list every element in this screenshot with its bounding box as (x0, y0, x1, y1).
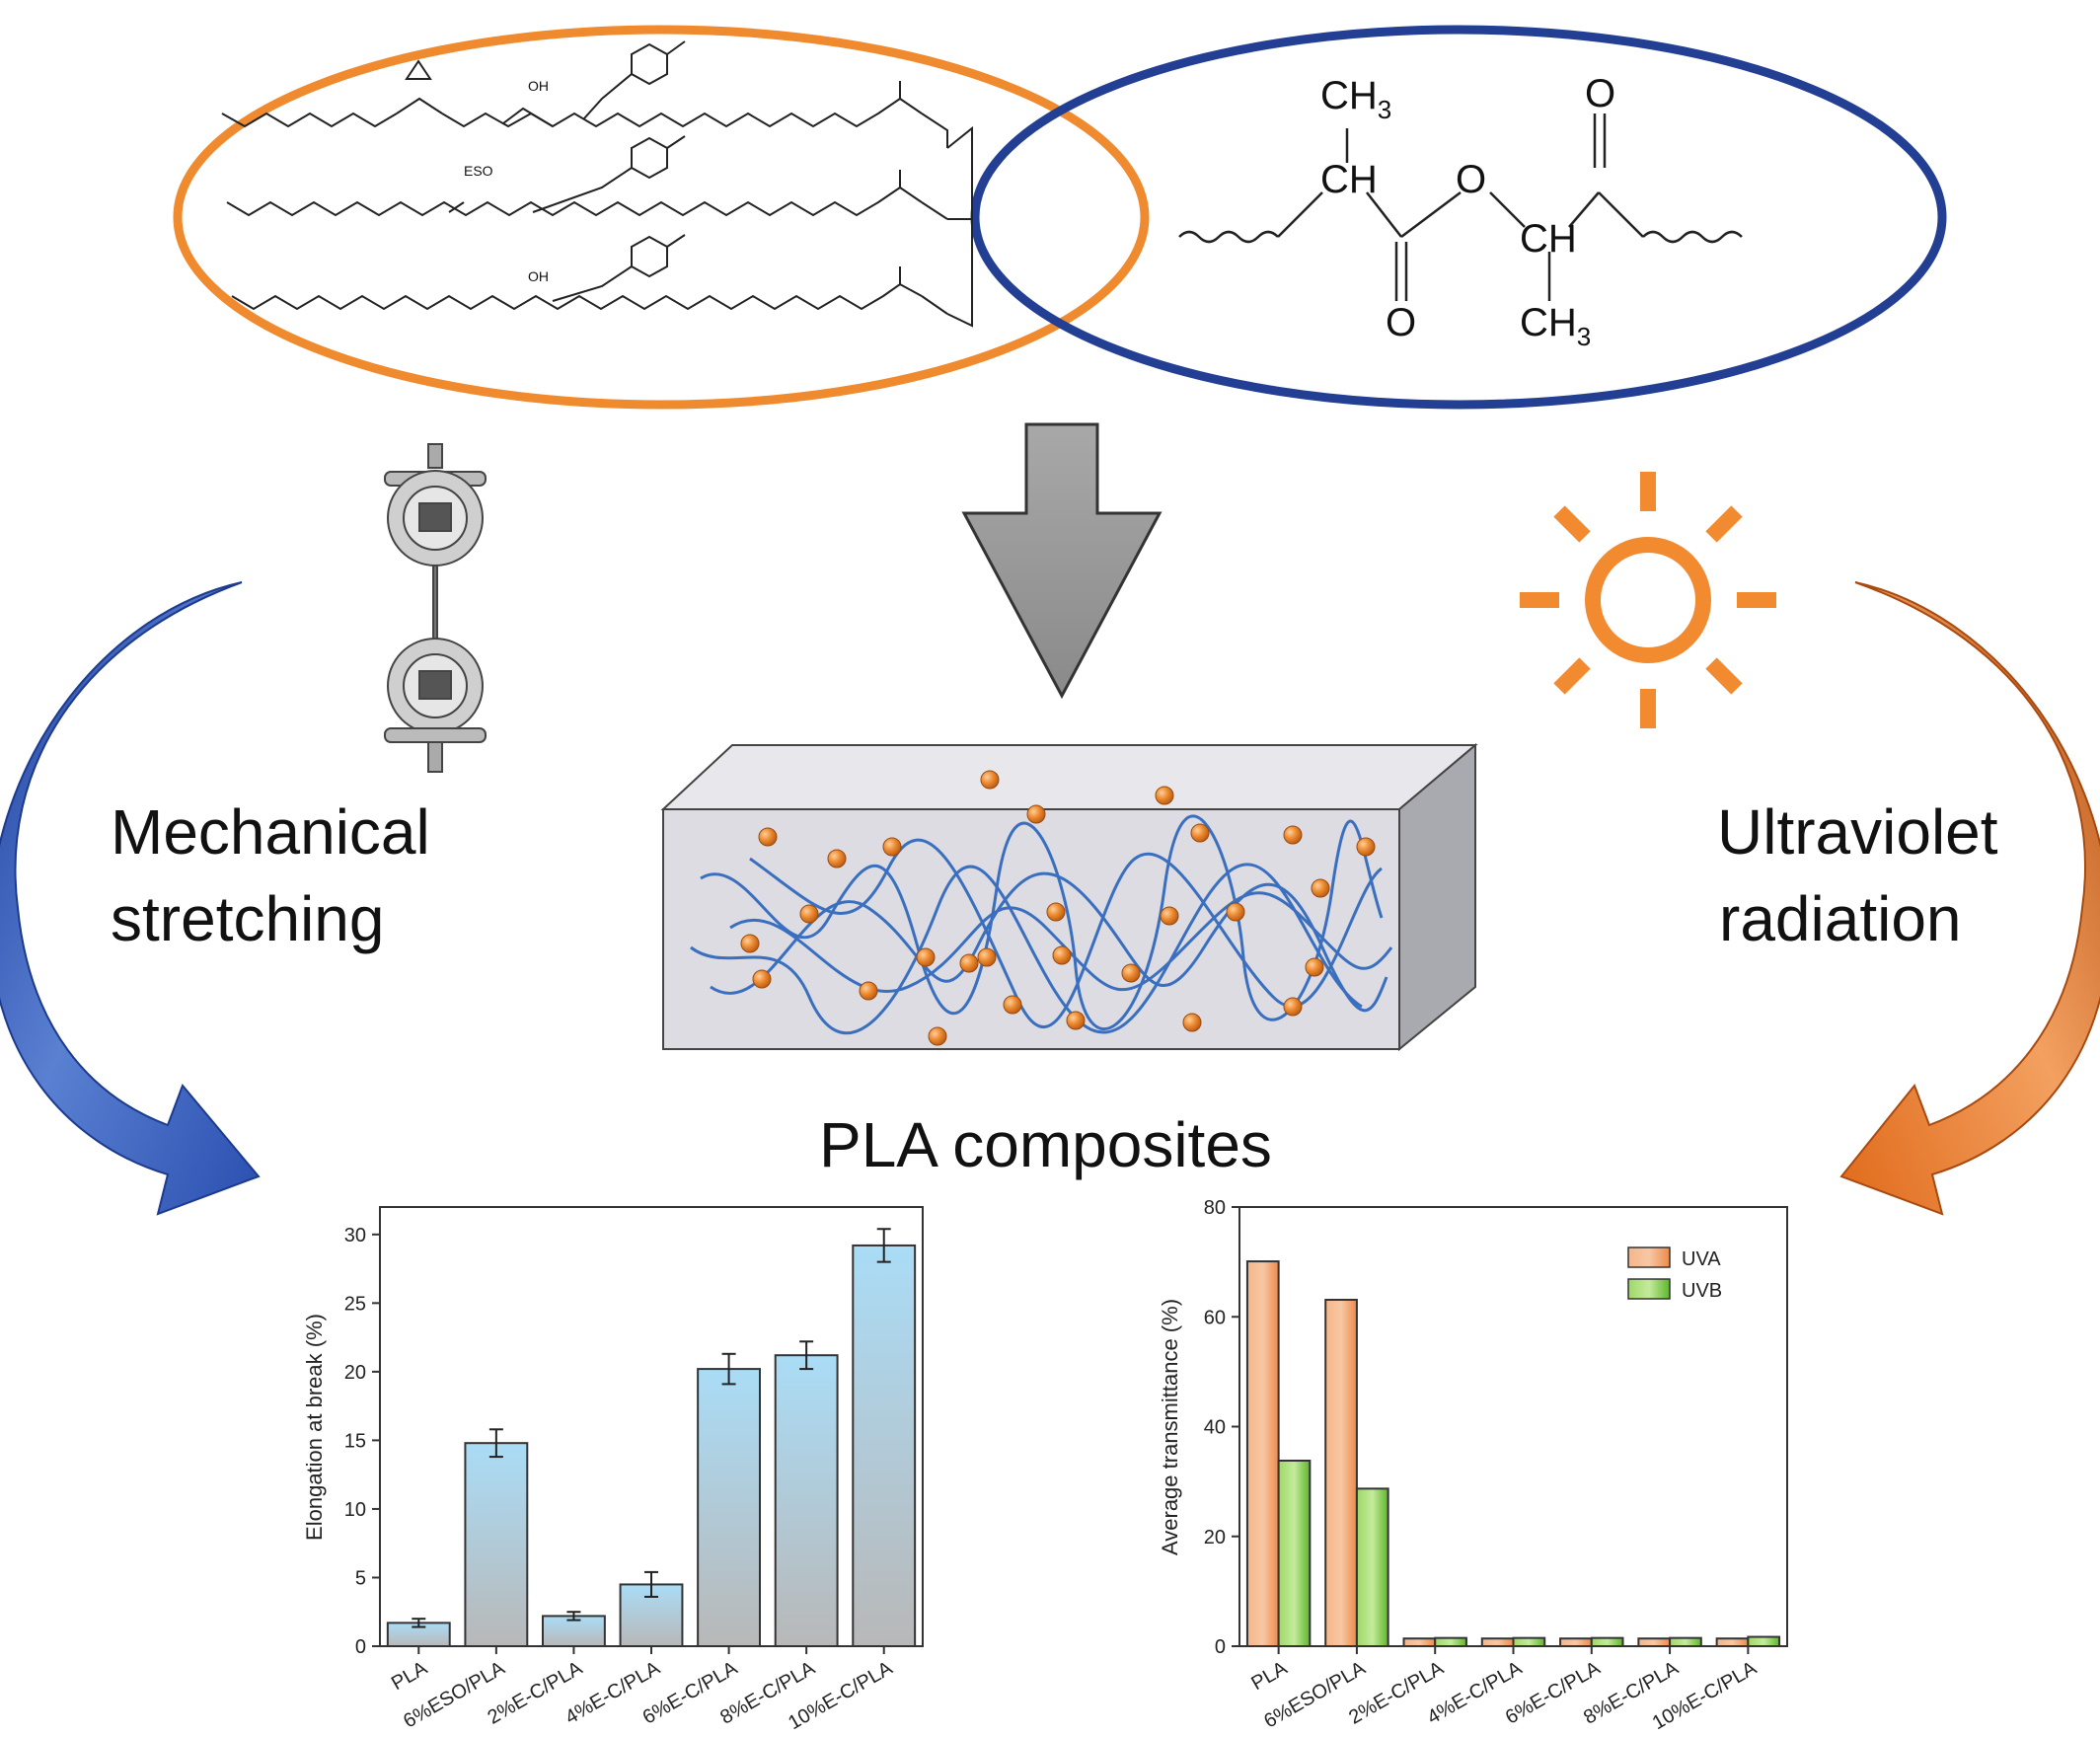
e-c-molecule (221, 40, 973, 328)
chart2-bar-uvb (1355, 1487, 1389, 1647)
eso-label: ESO (464, 163, 493, 179)
e-c-structure-ring (173, 25, 1150, 410)
radiation-label: radiation (1719, 883, 1962, 954)
o-top: O (1585, 72, 1615, 115)
pla-molecule (1178, 113, 1743, 301)
mechanical-label: Mechanical (111, 796, 430, 868)
o-bottom: O (1386, 301, 1416, 344)
chart1-ytick-label: 10 (344, 1499, 366, 1521)
process-down-arrow (961, 422, 1162, 700)
ultraviolet-label: Ultraviolet (1717, 796, 1998, 868)
chart1-bar (464, 1442, 529, 1647)
legend-label-uva: UVA (1682, 1248, 1721, 1270)
chart2-ytick-label: 20 (1204, 1527, 1226, 1548)
chart2-bar-uva (1559, 1637, 1593, 1648)
chart1-ytick-label: 20 (344, 1362, 366, 1384)
stretching-label: stretching (111, 883, 384, 954)
sun-icon (1520, 472, 1776, 728)
chart2-ytick-label: 40 (1204, 1417, 1226, 1439)
oh-label-1: OH (528, 78, 549, 94)
ch3-top: CH3 (1320, 74, 1391, 124)
chart2-bar-uvb (1277, 1459, 1312, 1648)
chart1-bar (697, 1368, 762, 1647)
chart2-ylabel: Average transmittance (%) (1158, 1299, 1182, 1555)
chart2-bar-uva (1245, 1260, 1280, 1647)
chart1-ytick-label: 30 (344, 1225, 366, 1246)
tensile-grips-icon (384, 443, 487, 773)
pla-structure-ring (970, 25, 1947, 410)
chart2-bar-uvb (1590, 1636, 1624, 1647)
legend-label-uvb: UVB (1682, 1280, 1722, 1302)
chart1-bar (852, 1244, 917, 1647)
chart2-bar-uva (1715, 1637, 1750, 1648)
ch-left: CH (1320, 158, 1378, 201)
chart1-ytick-label: 15 (344, 1430, 366, 1452)
chart1-ytick-label: 5 (355, 1567, 366, 1589)
elongation-chart: Elongation at break (%) 0 5 10 15 20 25 30 PLA… (302, 1206, 924, 1734)
ch-right: CH (1520, 217, 1577, 261)
chart2-bar-uvb (1669, 1636, 1702, 1647)
ch3-bottom: CH3 (1520, 301, 1591, 351)
legend-swatch-uvb (1627, 1278, 1671, 1300)
chart1-ytick-label: 25 (344, 1293, 366, 1315)
chart2-bar-uvb (1434, 1636, 1467, 1647)
legend-swatch-uva (1627, 1246, 1671, 1268)
chart2-legend: UVA UVB (1627, 1246, 1722, 1302)
chart1-bar (774, 1354, 839, 1647)
pla-composites-label: PLA composites (819, 1109, 1272, 1180)
uv-arrow (1839, 581, 2100, 1216)
chart2-ytick-label: 60 (1204, 1307, 1226, 1328)
particles (740, 770, 1376, 1046)
chart2-bar-uva (1402, 1637, 1437, 1648)
chart1-xtick-label: PLA (388, 1657, 431, 1695)
o-bridge: O (1456, 158, 1486, 201)
chart2-bar-uvb (1747, 1635, 1781, 1647)
chart2-bar-uva (1637, 1637, 1672, 1648)
chart2-ytick-label: 80 (1204, 1197, 1226, 1219)
stretching-arrow (0, 581, 261, 1216)
chart2-plot-frame (1238, 1206, 1788, 1647)
chart2-bar-uvb (1512, 1636, 1546, 1647)
oh-label-2: OH (528, 268, 549, 284)
chart2-bar-uva (1480, 1637, 1515, 1648)
chart2-ytick-label: 0 (1215, 1636, 1226, 1658)
chart2-xtick-label: PLA (1247, 1657, 1291, 1695)
chart1-ylabel: Elongation at break (%) (302, 1314, 327, 1541)
chart2-bar-uva (1324, 1299, 1358, 1647)
chart1-ytick-label: 0 (355, 1636, 366, 1658)
